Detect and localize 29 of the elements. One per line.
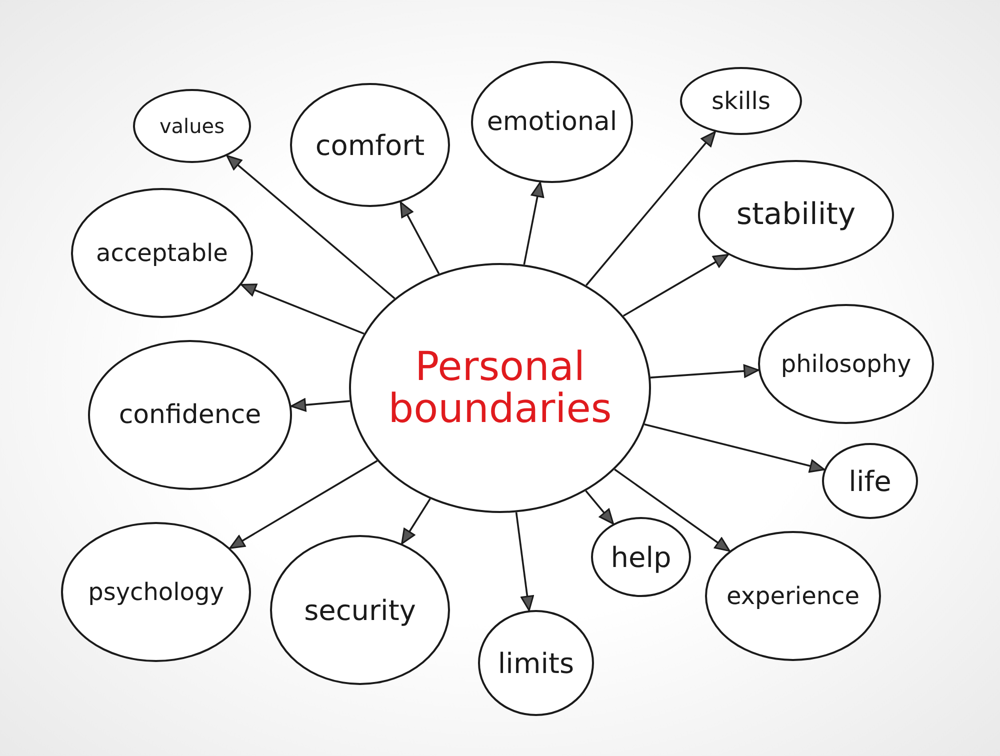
arrow (622, 254, 729, 317)
arrow (614, 468, 730, 552)
node-label: philosophy (780, 349, 912, 379)
node-label: emotional (486, 106, 618, 138)
node-label: help (610, 540, 672, 574)
node-label: stability (735, 196, 857, 234)
arrow (586, 131, 716, 286)
arrow (226, 155, 396, 300)
node-label: experience (725, 581, 861, 611)
node-label: psychology (87, 577, 225, 607)
arrow (650, 364, 760, 378)
arrow (401, 498, 431, 544)
node-label: comfort (314, 128, 426, 162)
node-label: limits (496, 646, 576, 680)
arrow (585, 490, 614, 524)
arrow (290, 398, 350, 412)
node-label: acceptable (95, 238, 229, 268)
arrow (515, 512, 534, 612)
arrow (400, 202, 440, 274)
node-label: confidence (118, 398, 262, 432)
node-label: Personal boundaries (387, 346, 613, 430)
node-label: values (158, 114, 226, 138)
node-label: life (848, 464, 892, 498)
node-label: security (303, 592, 417, 628)
arrow (523, 182, 544, 265)
arrow (229, 460, 378, 549)
arrow (644, 423, 825, 473)
node-label: skills (710, 86, 772, 116)
arrow (240, 284, 364, 335)
